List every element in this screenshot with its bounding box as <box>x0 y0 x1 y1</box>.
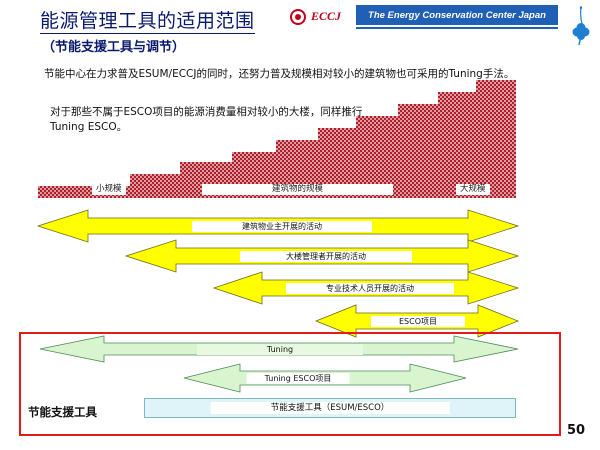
support-tools-label: 节能支援工具 <box>28 405 97 419</box>
intro-paragraph-text: 节能中心在力求普及ESUM/ECCJ的同时，还努力普及规模相对较小的建筑物也可采… <box>44 68 515 80</box>
clover-icon <box>572 5 590 46</box>
tuning-highlight-box <box>19 332 561 436</box>
building-scale-label: 建筑物的规模 <box>202 184 394 195</box>
eccj-logo-icon <box>290 9 306 25</box>
page-number: 50 <box>567 423 586 438</box>
tuning-esco-paragraph-text: 对于那些不属于ESCO项目的能源消费量相对较小的大楼，同样推行Tuning ES… <box>50 106 363 133</box>
manager-activity-label: 大楼管理者开展的活动 <box>240 251 412 262</box>
esco-project-label: ESCO项目 <box>370 316 466 327</box>
intro-paragraph: 节能中心在力求普及ESUM/ECCJ的同时，还努力普及规模相对较小的建筑物也可采… <box>44 67 564 82</box>
page-subtitle: （节能支援工具与调节） <box>42 40 186 55</box>
owner-activity-label: 建筑物业主开展的活动 <box>192 221 372 232</box>
page-title: 能源管理工具的适用范围 <box>40 10 255 32</box>
large-scale-label: 大规模 <box>456 184 490 195</box>
title-underline <box>40 33 255 34</box>
banner-rule <box>356 27 558 29</box>
logo-text: ECCJ <box>311 9 342 23</box>
engineer-activity-label: 专业技术人员开展的活动 <box>286 283 454 294</box>
org-banner: The Energy Conservation Center Japan <box>356 5 558 25</box>
tuning-label: Tuning <box>196 344 364 355</box>
tuning-esco-label: Tuning ESCO项目 <box>246 373 350 384</box>
tuning-esco-paragraph: 对于那些不属于ESCO项目的能源消费量相对较小的大楼，同样推行Tuning ES… <box>50 105 390 135</box>
support-tools-bar-label: 节能支援工具（ESUM/ESCO） <box>210 402 450 414</box>
small-scale-label: 小规模 <box>92 184 126 195</box>
staircase-shape <box>38 80 516 198</box>
